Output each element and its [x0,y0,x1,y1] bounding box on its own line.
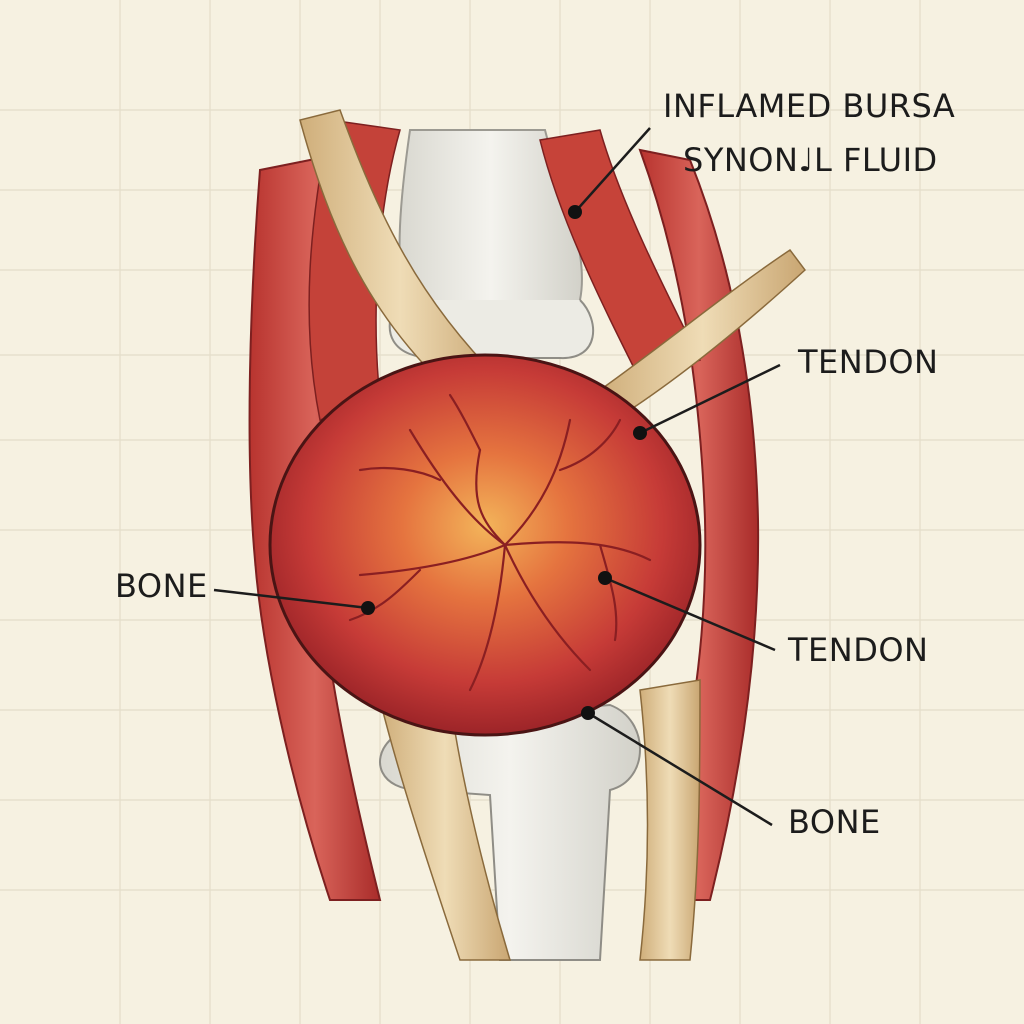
label-bone-lower: BONE [788,803,881,841]
dot-tendon-upper [633,426,647,440]
leader-lines [213,127,781,827]
label-tendon-lower: TENDON [788,631,929,669]
leader-dots [361,205,647,720]
label-bone-left: BONE [115,567,208,605]
label-synovial-fluid: SYNON♩L FLUID [683,141,938,179]
inflamed-bursa [268,353,702,737]
bursa-vessels [348,393,652,692]
dot-inflamed-bursa [568,205,582,219]
lower-tendons [379,679,701,961]
dot-bone-left [361,601,375,615]
dot-bone-lower [581,706,595,720]
dot-tendon-lower [598,571,612,585]
label-inflamed-bursa: INFLAMED BURSA [663,87,956,125]
label-tendon-upper: TENDON [798,343,939,381]
